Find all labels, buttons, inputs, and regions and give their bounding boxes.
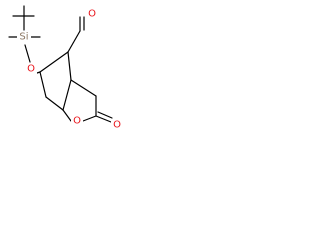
silyl-group xyxy=(8,36,41,63)
bond-c6-c5 xyxy=(39,71,47,98)
tert-butyl-group xyxy=(12,5,35,31)
bond-c2-o1 xyxy=(82,115,97,122)
bond-o1-c6a xyxy=(62,109,72,122)
aldehyde-oxygen-label: O xyxy=(88,9,96,20)
carbonyl-oxygen-label: O xyxy=(113,120,121,131)
ring-oxygen-label: O xyxy=(73,116,81,127)
lactone-ring xyxy=(62,79,113,123)
atom-aldehyde-oxygen: O xyxy=(86,8,98,20)
atom-silicon: Si xyxy=(17,31,31,43)
aldehyde-group xyxy=(67,16,85,53)
atom-carbonyl-oxygen: O xyxy=(111,119,123,131)
bond-si-o xyxy=(24,44,31,63)
bond-c4-c3a xyxy=(67,51,72,81)
silicon-label: Si xyxy=(19,32,28,43)
bond-c5-c4 xyxy=(39,51,69,73)
atom-ring-oxygen: O xyxy=(71,115,83,127)
bond-c3a-c6a xyxy=(62,79,72,111)
bond-c6a-c6 xyxy=(45,96,64,111)
bond-c2-o-double-1 xyxy=(95,115,112,123)
atom-ether-oxygen: O xyxy=(25,63,37,75)
cyclopentane-ring xyxy=(39,51,72,111)
molecule-structure: Si O O O O xyxy=(8,5,123,131)
ether-oxygen-label: O xyxy=(27,64,35,75)
bond-c3a-c3 xyxy=(70,79,97,97)
bond-c4-cho xyxy=(67,30,81,53)
bond-c2-o-double-2 xyxy=(97,111,113,119)
